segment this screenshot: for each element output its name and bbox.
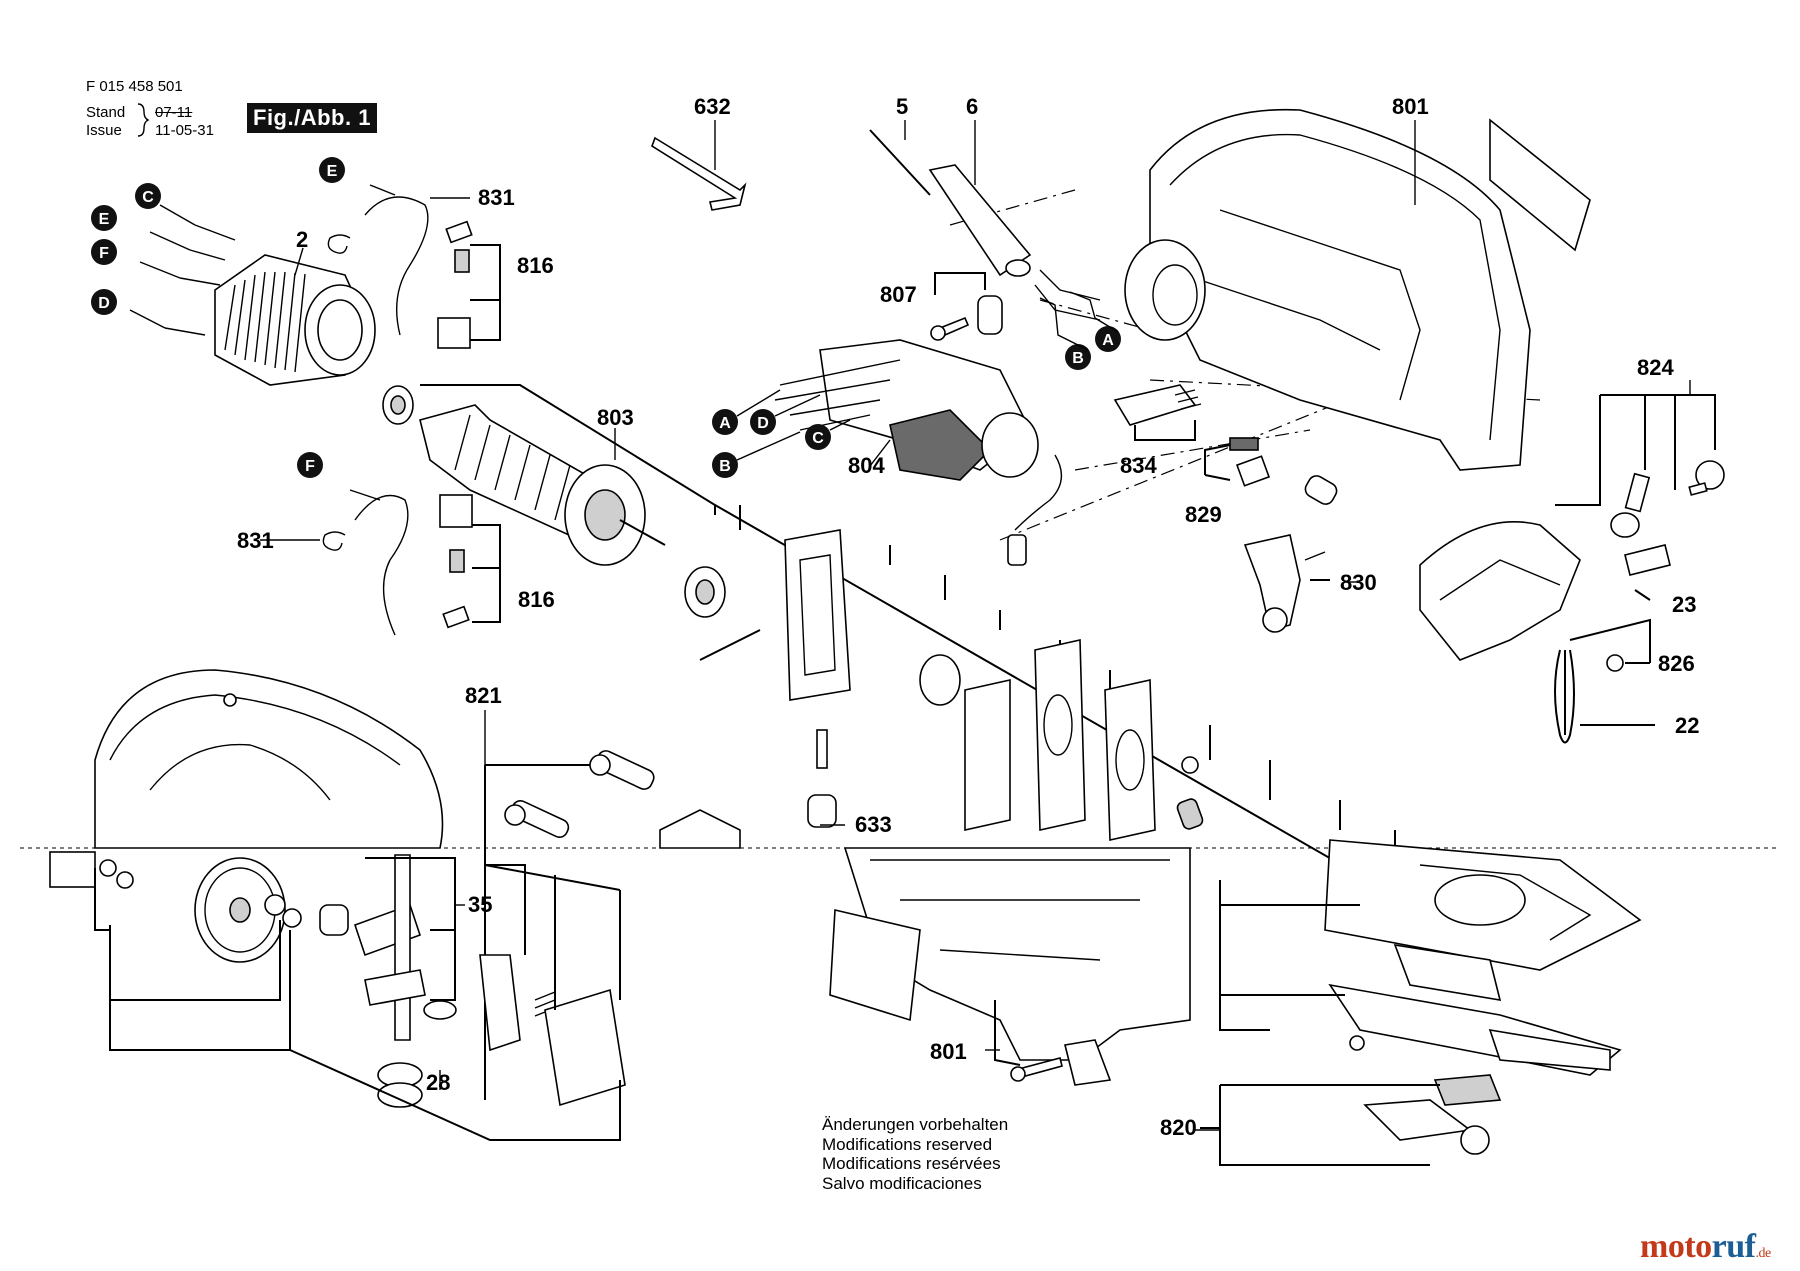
label-831-top: 831 [478, 185, 515, 210]
svg-text:B: B [1072, 350, 1084, 367]
cable-and-sleeve [869, 129, 1101, 321]
label-801-top: 801 [1392, 94, 1429, 119]
watermark-part1: moto [1640, 1228, 1712, 1265]
connector-c-switch: C [805, 424, 831, 450]
stand-value: 07-11 [155, 104, 193, 121]
label-28: 28 [426, 1070, 450, 1095]
connector-leads [736, 291, 1119, 461]
stand-label: Stand [86, 104, 126, 121]
suppressor-wire-upper [327, 184, 429, 336]
svg-text:D: D [757, 415, 769, 432]
svg-text:F: F [305, 458, 315, 475]
handle-housing [94, 669, 444, 849]
housing-lower [829, 847, 1191, 1086]
label-816-top: 816 [517, 253, 554, 278]
svg-text:B: B [719, 458, 731, 475]
brush-set-lower [439, 494, 501, 629]
connector-d-switch: D [750, 409, 776, 435]
label-821: 821 [465, 683, 502, 708]
label-5: 5 [896, 94, 908, 119]
svg-text:E: E [99, 211, 110, 228]
label-633: 633 [855, 812, 892, 837]
connector-f-top: F [91, 239, 117, 265]
svg-text:C: C [812, 430, 824, 447]
label-830: 830 [1340, 570, 1377, 595]
svg-text:A: A [1102, 332, 1114, 349]
connector-e-top: E [91, 205, 117, 231]
brush-set-upper [437, 220, 501, 349]
svg-text:D: D [98, 295, 110, 312]
connector-c-top: C [135, 183, 161, 209]
label-22: 22 [1675, 713, 1699, 738]
svg-text:E: E [327, 163, 338, 180]
label-824: 824 [1637, 355, 1674, 380]
label-23: 23 [1672, 592, 1696, 617]
connector-a-switch: A [712, 409, 738, 435]
header-brace [137, 103, 150, 137]
bearing-front [382, 385, 414, 425]
connector-d-top: D [91, 289, 117, 315]
label-816-lower: 816 [518, 587, 555, 612]
label-820: 820 [1160, 1115, 1197, 1140]
label-807: 807 [880, 282, 917, 307]
modifications-line-es: Salvo modificaciones [822, 1173, 982, 1193]
label-826: 826 [1658, 651, 1695, 676]
watermark-suffix: .de [1755, 1246, 1771, 1261]
base-plate [1200, 839, 1642, 1166]
suppressor-wire-lower [322, 489, 409, 636]
label-801-bottom: 801 [930, 1039, 967, 1064]
label-831-lower: 831 [237, 528, 274, 553]
connector-b-switch: B [712, 452, 738, 478]
housing-half [1124, 108, 1591, 471]
modifications-line-en: Modifications reserved [822, 1134, 993, 1154]
watermark-logo: motoruf.de [1640, 1228, 1771, 1266]
gear-housing-parts [699, 529, 1204, 841]
label-829: 829 [1185, 502, 1222, 527]
label-2: 2 [296, 227, 308, 252]
motor-leads [129, 204, 236, 336]
svg-text:F: F [99, 245, 109, 262]
label-632: 632 [694, 94, 731, 119]
connector-a-wire: A [1095, 326, 1121, 352]
field-coil [214, 254, 376, 386]
switch-assembly [774, 339, 1063, 566]
allen-key [651, 136, 747, 211]
connector-b-wire: B [1065, 344, 1091, 370]
label-834: 834 [1120, 453, 1157, 478]
eccentric-parts [484, 750, 837, 1100]
modifications-line-de: Änderungen vorbehalten [822, 1115, 1009, 1134]
small-parts-middle [1113, 384, 1338, 633]
guide-roller-group [1419, 394, 1725, 744]
bearing-rear [684, 566, 726, 618]
modifications-line-fr: Modifications resérvées [822, 1154, 1001, 1173]
label-6: 6 [966, 94, 978, 119]
label-803: 803 [597, 405, 634, 430]
svg-text:C: C [142, 189, 154, 206]
connector-f-831: F [297, 452, 323, 478]
connector-e-831: E [319, 157, 345, 183]
drawing-number: F 015 458 501 [86, 78, 183, 95]
watermark-part2: ruf [1711, 1228, 1756, 1265]
gear-assembly [49, 851, 626, 1141]
issue-label: Issue [86, 122, 122, 139]
leader-lines [260, 120, 1691, 1131]
armature [419, 404, 666, 566]
modifications-note: Änderungen vorbehalten Modifications res… [822, 1115, 1008, 1193]
figure-label: Fig./Abb. 1 [247, 103, 377, 133]
cable-clamp [930, 272, 1003, 341]
issue-value: 11-05-31 [155, 122, 214, 139]
svg-text:A: A [719, 415, 731, 432]
label-804: 804 [848, 453, 885, 478]
label-35: 35 [468, 892, 492, 917]
